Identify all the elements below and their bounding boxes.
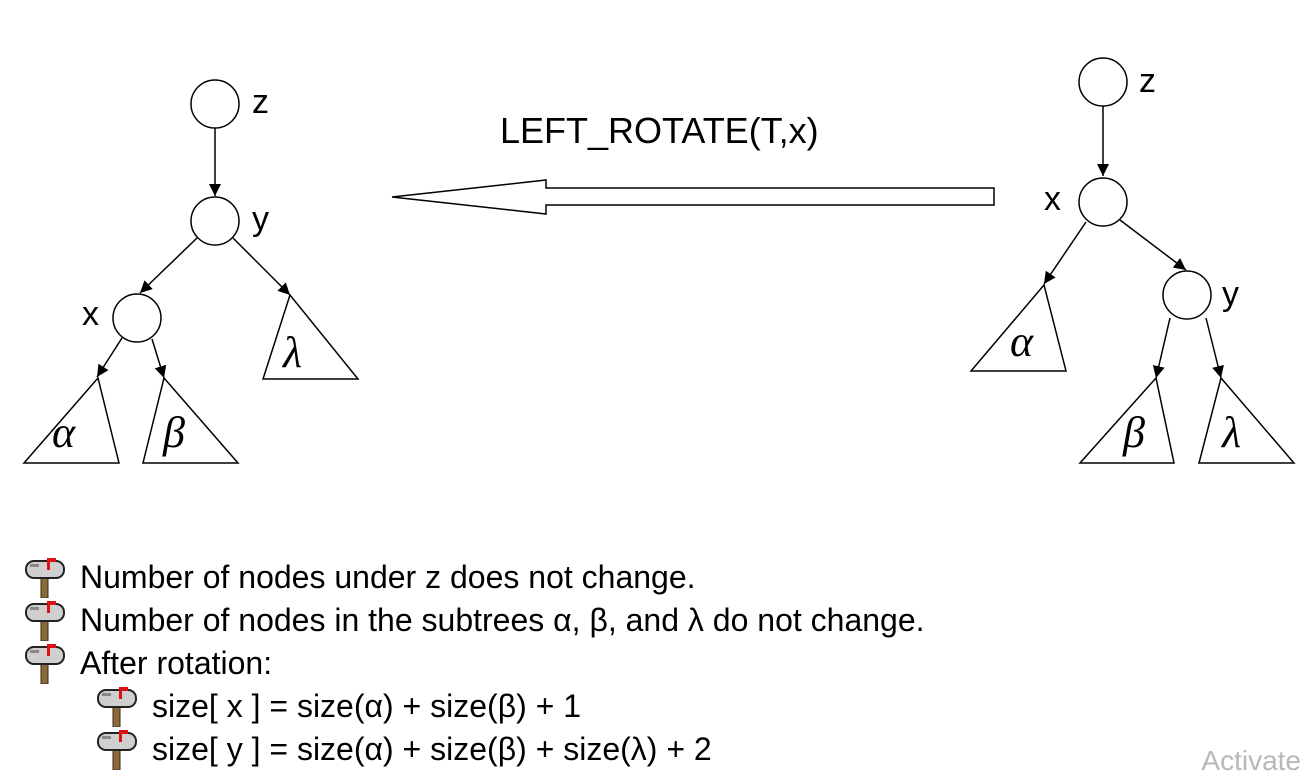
note-item: Number of nodes in the subtrees α, β, an…	[24, 599, 925, 642]
node-y	[190, 196, 240, 246]
subtree-beta-label: β	[162, 408, 185, 457]
edge-y-x	[139, 237, 198, 294]
edge-x-y	[1119, 219, 1187, 271]
subtree-lambda-label: λ	[281, 328, 302, 377]
subtree-alpha-label: α	[1010, 317, 1034, 366]
label-y: y	[252, 200, 269, 238]
subtree-lambda	[261, 293, 360, 380]
label-y: y	[1222, 275, 1239, 313]
edge-y-beta	[1152, 317, 1171, 379]
rotation-arrow	[391, 179, 995, 215]
sub-note-item: size[ x ] = size(α) + size(β) + 1	[24, 685, 925, 728]
left-tree: z y x α β λ	[22, 79, 360, 464]
label-z: z	[252, 83, 269, 121]
subtree-alpha	[969, 283, 1067, 372]
node-z	[1078, 57, 1128, 107]
mailbox-icon	[97, 686, 137, 727]
mailbox-icon	[25, 557, 65, 598]
label-z: z	[1139, 62, 1156, 100]
subtree-alpha-label: α	[52, 408, 76, 457]
node-x	[1078, 177, 1128, 227]
mailbox-icon	[25, 643, 65, 684]
note-item: Number of nodes under z does not change.	[24, 556, 925, 599]
activation-watermark: Activate	[1201, 745, 1301, 776]
subtree-lambda	[1198, 376, 1296, 464]
node-z	[190, 79, 240, 129]
note-item: After rotation:	[24, 642, 925, 685]
label-x: x	[82, 295, 99, 333]
subtree-lambda-label: λ	[1220, 408, 1241, 457]
label-x: x	[1044, 180, 1061, 218]
notes-list: Number of nodes under z does not change.…	[24, 556, 925, 771]
subtree-beta-label: β	[1122, 408, 1145, 457]
subtree-alpha	[22, 376, 120, 464]
note-text: Number of nodes under z does not change.	[80, 559, 696, 595]
subtree-beta	[142, 376, 240, 464]
sub-note-item: size[ y ] = size(α) + size(β) + size(λ) …	[24, 728, 925, 771]
node-y	[1162, 270, 1212, 320]
rotation-diagram: z y x α β λ LEFT_ROTATE(T,x) z x y α β λ	[22, 57, 1296, 464]
right-tree: z x y α β λ	[969, 57, 1296, 464]
edge-y-lambda	[232, 237, 291, 296]
operation-label: LEFT_ROTATE(T,x)	[500, 110, 819, 151]
edge-y-lambda	[1205, 317, 1224, 379]
mailbox-icon	[97, 729, 137, 770]
edge-x-alpha	[96, 337, 123, 378]
subtree-beta	[1078, 376, 1175, 464]
node-x	[112, 293, 162, 343]
mailbox-icon	[25, 600, 65, 641]
note-text: Number of nodes in the subtrees α, β, an…	[80, 602, 925, 638]
formula-text: size[ x ] = size(α) + size(β) + 1	[152, 688, 582, 724]
formula-text: size[ y ] = size(α) + size(β) + size(λ) …	[152, 731, 712, 767]
edge-x-beta	[151, 338, 167, 379]
note-text: After rotation:	[80, 645, 273, 681]
edge-x-alpha	[1043, 221, 1087, 285]
